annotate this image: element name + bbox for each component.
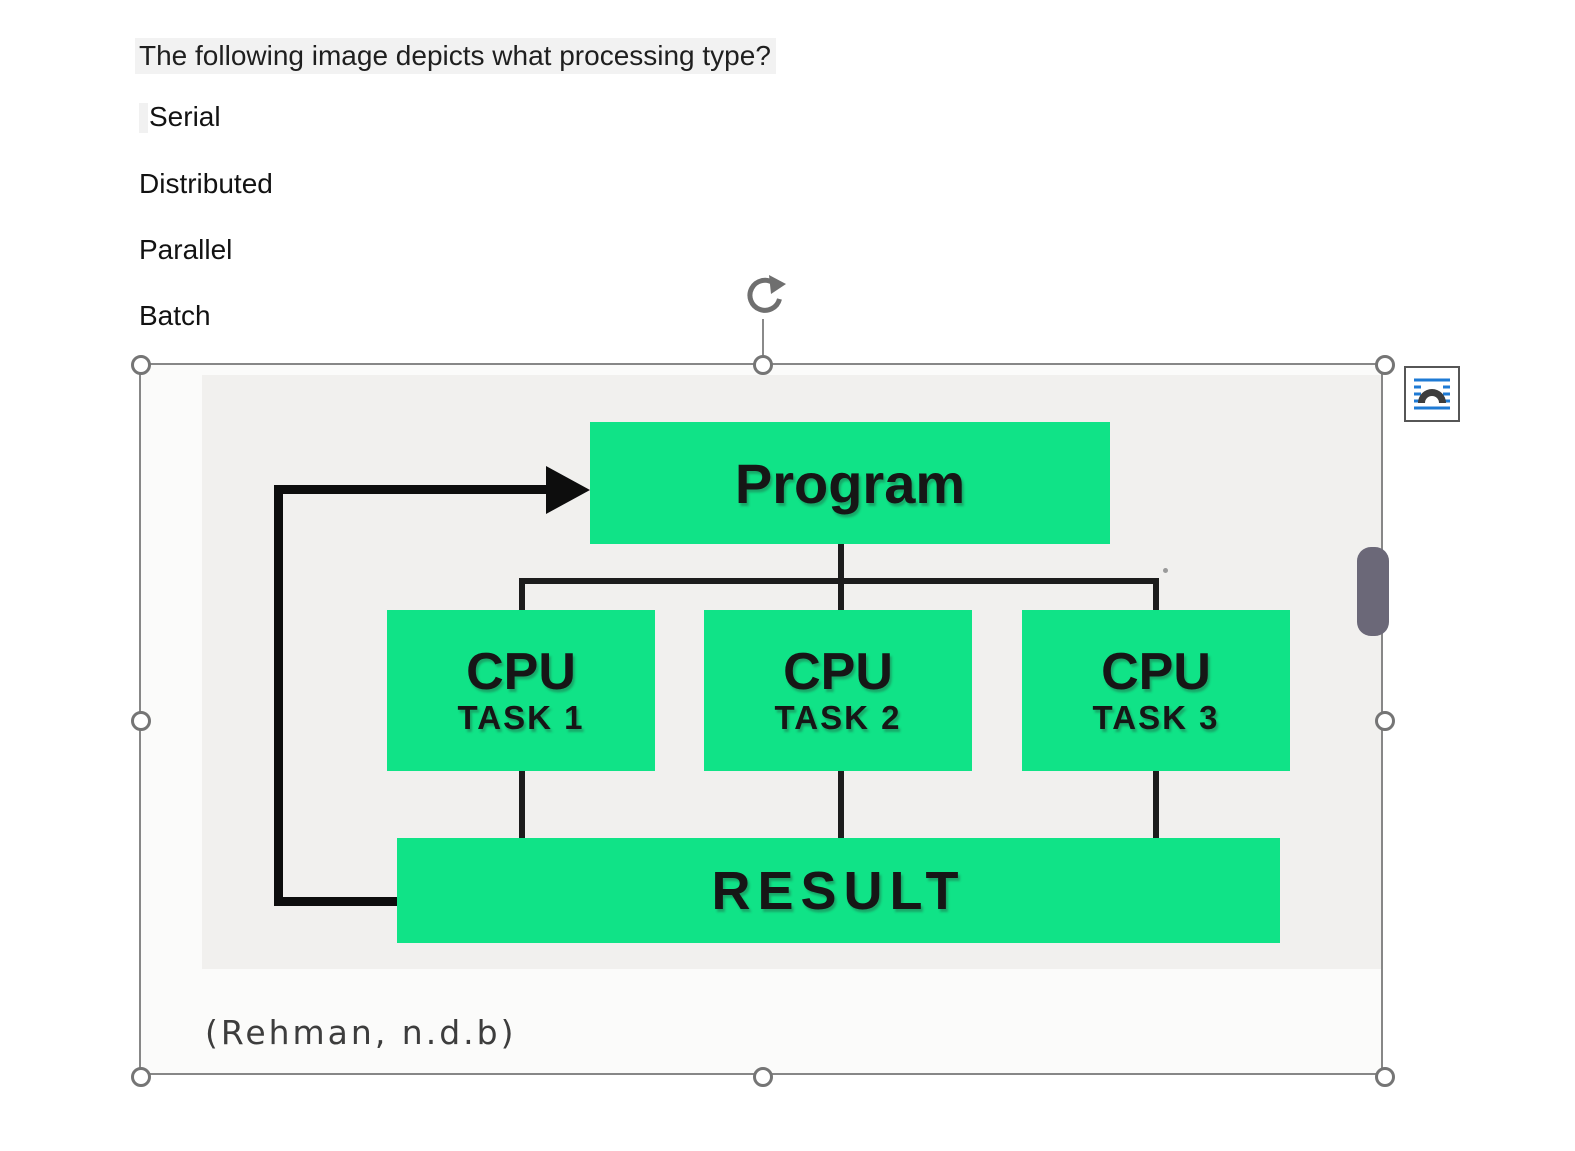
option-serial[interactable]: Serial [139, 100, 221, 134]
feedback-line-bottom [274, 897, 399, 906]
option-parallel[interactable]: Parallel [139, 233, 232, 267]
cpu-subtitle: TASK 3 [1092, 698, 1220, 736]
resize-handle-bottom-center[interactable] [753, 1067, 773, 1087]
parallel-processing-diagram: Program CPU TASK 1 CPU TASK 2 CPU TASK 3… [141, 365, 1381, 1073]
cpu-task1-node: CPU TASK 1 [387, 610, 655, 771]
resize-handle-middle-right[interactable] [1375, 711, 1395, 731]
resize-handle-bottom-left[interactable] [131, 1067, 151, 1087]
cpu-title: CPU [783, 642, 893, 701]
cpu-task3-node: CPU TASK 3 [1022, 610, 1290, 771]
program-node: Program [590, 422, 1110, 544]
highlight-mark [139, 103, 148, 133]
feedback-line-top [274, 485, 548, 494]
connector-program-down [838, 544, 844, 584]
connector-cpu1-result [519, 770, 525, 838]
resize-handle-top-center[interactable] [753, 355, 773, 375]
option-batch[interactable]: Batch [139, 299, 211, 333]
connector-cpu3-result [1153, 770, 1159, 838]
resize-handle-bottom-right[interactable] [1375, 1067, 1395, 1087]
connector-stub-right [1153, 578, 1159, 616]
question-text: The following image depicts what process… [135, 38, 776, 74]
feedback-line-left [274, 485, 283, 906]
artifact-dot [1163, 568, 1168, 573]
rotate-arrow-icon[interactable] [740, 273, 786, 319]
resize-handle-middle-left[interactable] [131, 711, 151, 731]
result-label: RESULT [711, 860, 966, 921]
option-label: Parallel [139, 234, 233, 265]
feedback-arrowhead-icon [546, 466, 590, 514]
selected-image[interactable]: Program CPU TASK 1 CPU TASK 2 CPU TASK 3… [131, 275, 1395, 1087]
option-label: Serial [149, 101, 221, 132]
cpu-title: CPU [1101, 642, 1211, 701]
layout-options-icon [1414, 378, 1450, 410]
resize-handle-top-right[interactable] [1375, 355, 1395, 375]
option-label: Batch [139, 300, 211, 331]
rotate-handle-stem [762, 319, 764, 365]
result-node: RESULT [397, 838, 1280, 943]
cpu-subtitle: TASK 2 [774, 698, 902, 736]
cpu-title: CPU [466, 642, 576, 701]
layout-options-button[interactable] [1404, 366, 1460, 422]
option-distributed[interactable]: Distributed [139, 167, 273, 201]
resize-handle-top-left[interactable] [131, 355, 151, 375]
program-label: Program [734, 451, 966, 515]
image-citation: (Rehman, n.d.b) [205, 1013, 517, 1052]
option-label: Distributed [139, 168, 273, 199]
cpu-subtitle: TASK 1 [457, 698, 585, 736]
connector-cpu2-result [838, 770, 844, 838]
scrollbar-thumb[interactable] [1357, 547, 1389, 636]
connector-stub-left [519, 578, 525, 616]
cpu-task2-node: CPU TASK 2 [704, 610, 972, 771]
question-paragraph[interactable]: The following image depicts what process… [135, 38, 776, 74]
connector-stub-center [838, 578, 844, 616]
